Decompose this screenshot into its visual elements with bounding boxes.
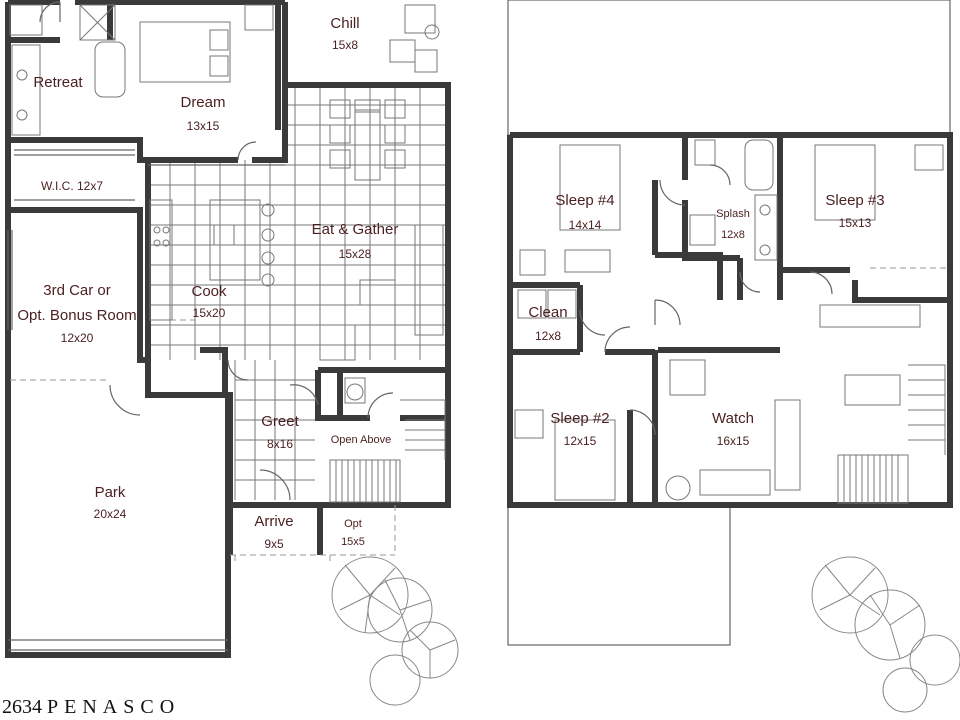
room-opt-dims: 15x5 (341, 536, 365, 548)
plan-title: 2634 PENASCO (2, 696, 180, 719)
room-dream-dims: 13x15 (187, 119, 220, 133)
room-greet-dims: 8x16 (267, 437, 293, 451)
room-clean-name: Clean (528, 304, 567, 321)
room-chill-name: Chill (330, 15, 359, 32)
room-watch-name: Watch (712, 410, 754, 427)
room-chill-dims: 15x8 (332, 38, 358, 52)
room-opt-name: Opt (344, 518, 362, 530)
room-clean-dims: 12x8 (535, 329, 561, 343)
room-sleep4-dims: 14x14 (569, 218, 602, 232)
room-retreat-name: Retreat (33, 74, 83, 91)
room-dream-name: Dream (180, 94, 225, 111)
room-arrive-name: Arrive (254, 513, 293, 530)
room-splash-dims: 12x8 (721, 229, 745, 241)
room-cook-dims: 15x20 (193, 306, 226, 320)
room-arrive-dims: 9x5 (264, 537, 284, 551)
plan-number: 2634 (2, 696, 42, 718)
room-greet-name: Greet (261, 413, 299, 430)
tile-grid (148, 88, 445, 500)
room-park-dims: 20x24 (94, 507, 127, 521)
room-eat-gather-name: Eat & Gather (312, 221, 399, 238)
plan-name: PENASCO (47, 696, 181, 718)
room-sleep3-name: Sleep #3 (825, 192, 884, 209)
landscape-trees (331, 556, 960, 713)
room-splash-name: Splash (716, 208, 750, 220)
room-sleep2-dims: 12x15 (564, 434, 597, 448)
room-third-car-line1: 3rd Car or (43, 282, 111, 299)
room-eat-gather-dims: 15x28 (339, 247, 372, 261)
second-floor (507, 0, 953, 646)
room-sleep4-name: Sleep #4 (555, 192, 614, 209)
room-cook-name: Cook (191, 283, 227, 300)
room-wic-name: W.I.C. 12x7 (41, 179, 103, 193)
room-watch-dims: 16x15 (717, 434, 750, 448)
room-labels: Chill 15x8 Retreat Dream 13x15 W.I.C. 12… (17, 15, 884, 551)
room-sleep2-name: Sleep #2 (550, 410, 609, 427)
room-park-name: Park (95, 484, 126, 501)
room-open-above-name: Open Above (331, 434, 392, 446)
room-third-car-dims: 12x20 (61, 331, 94, 345)
first-floor (5, 0, 451, 658)
room-sleep3-dims: 15x13 (839, 216, 872, 230)
room-third-car-line2: Opt. Bonus Room (17, 307, 136, 324)
